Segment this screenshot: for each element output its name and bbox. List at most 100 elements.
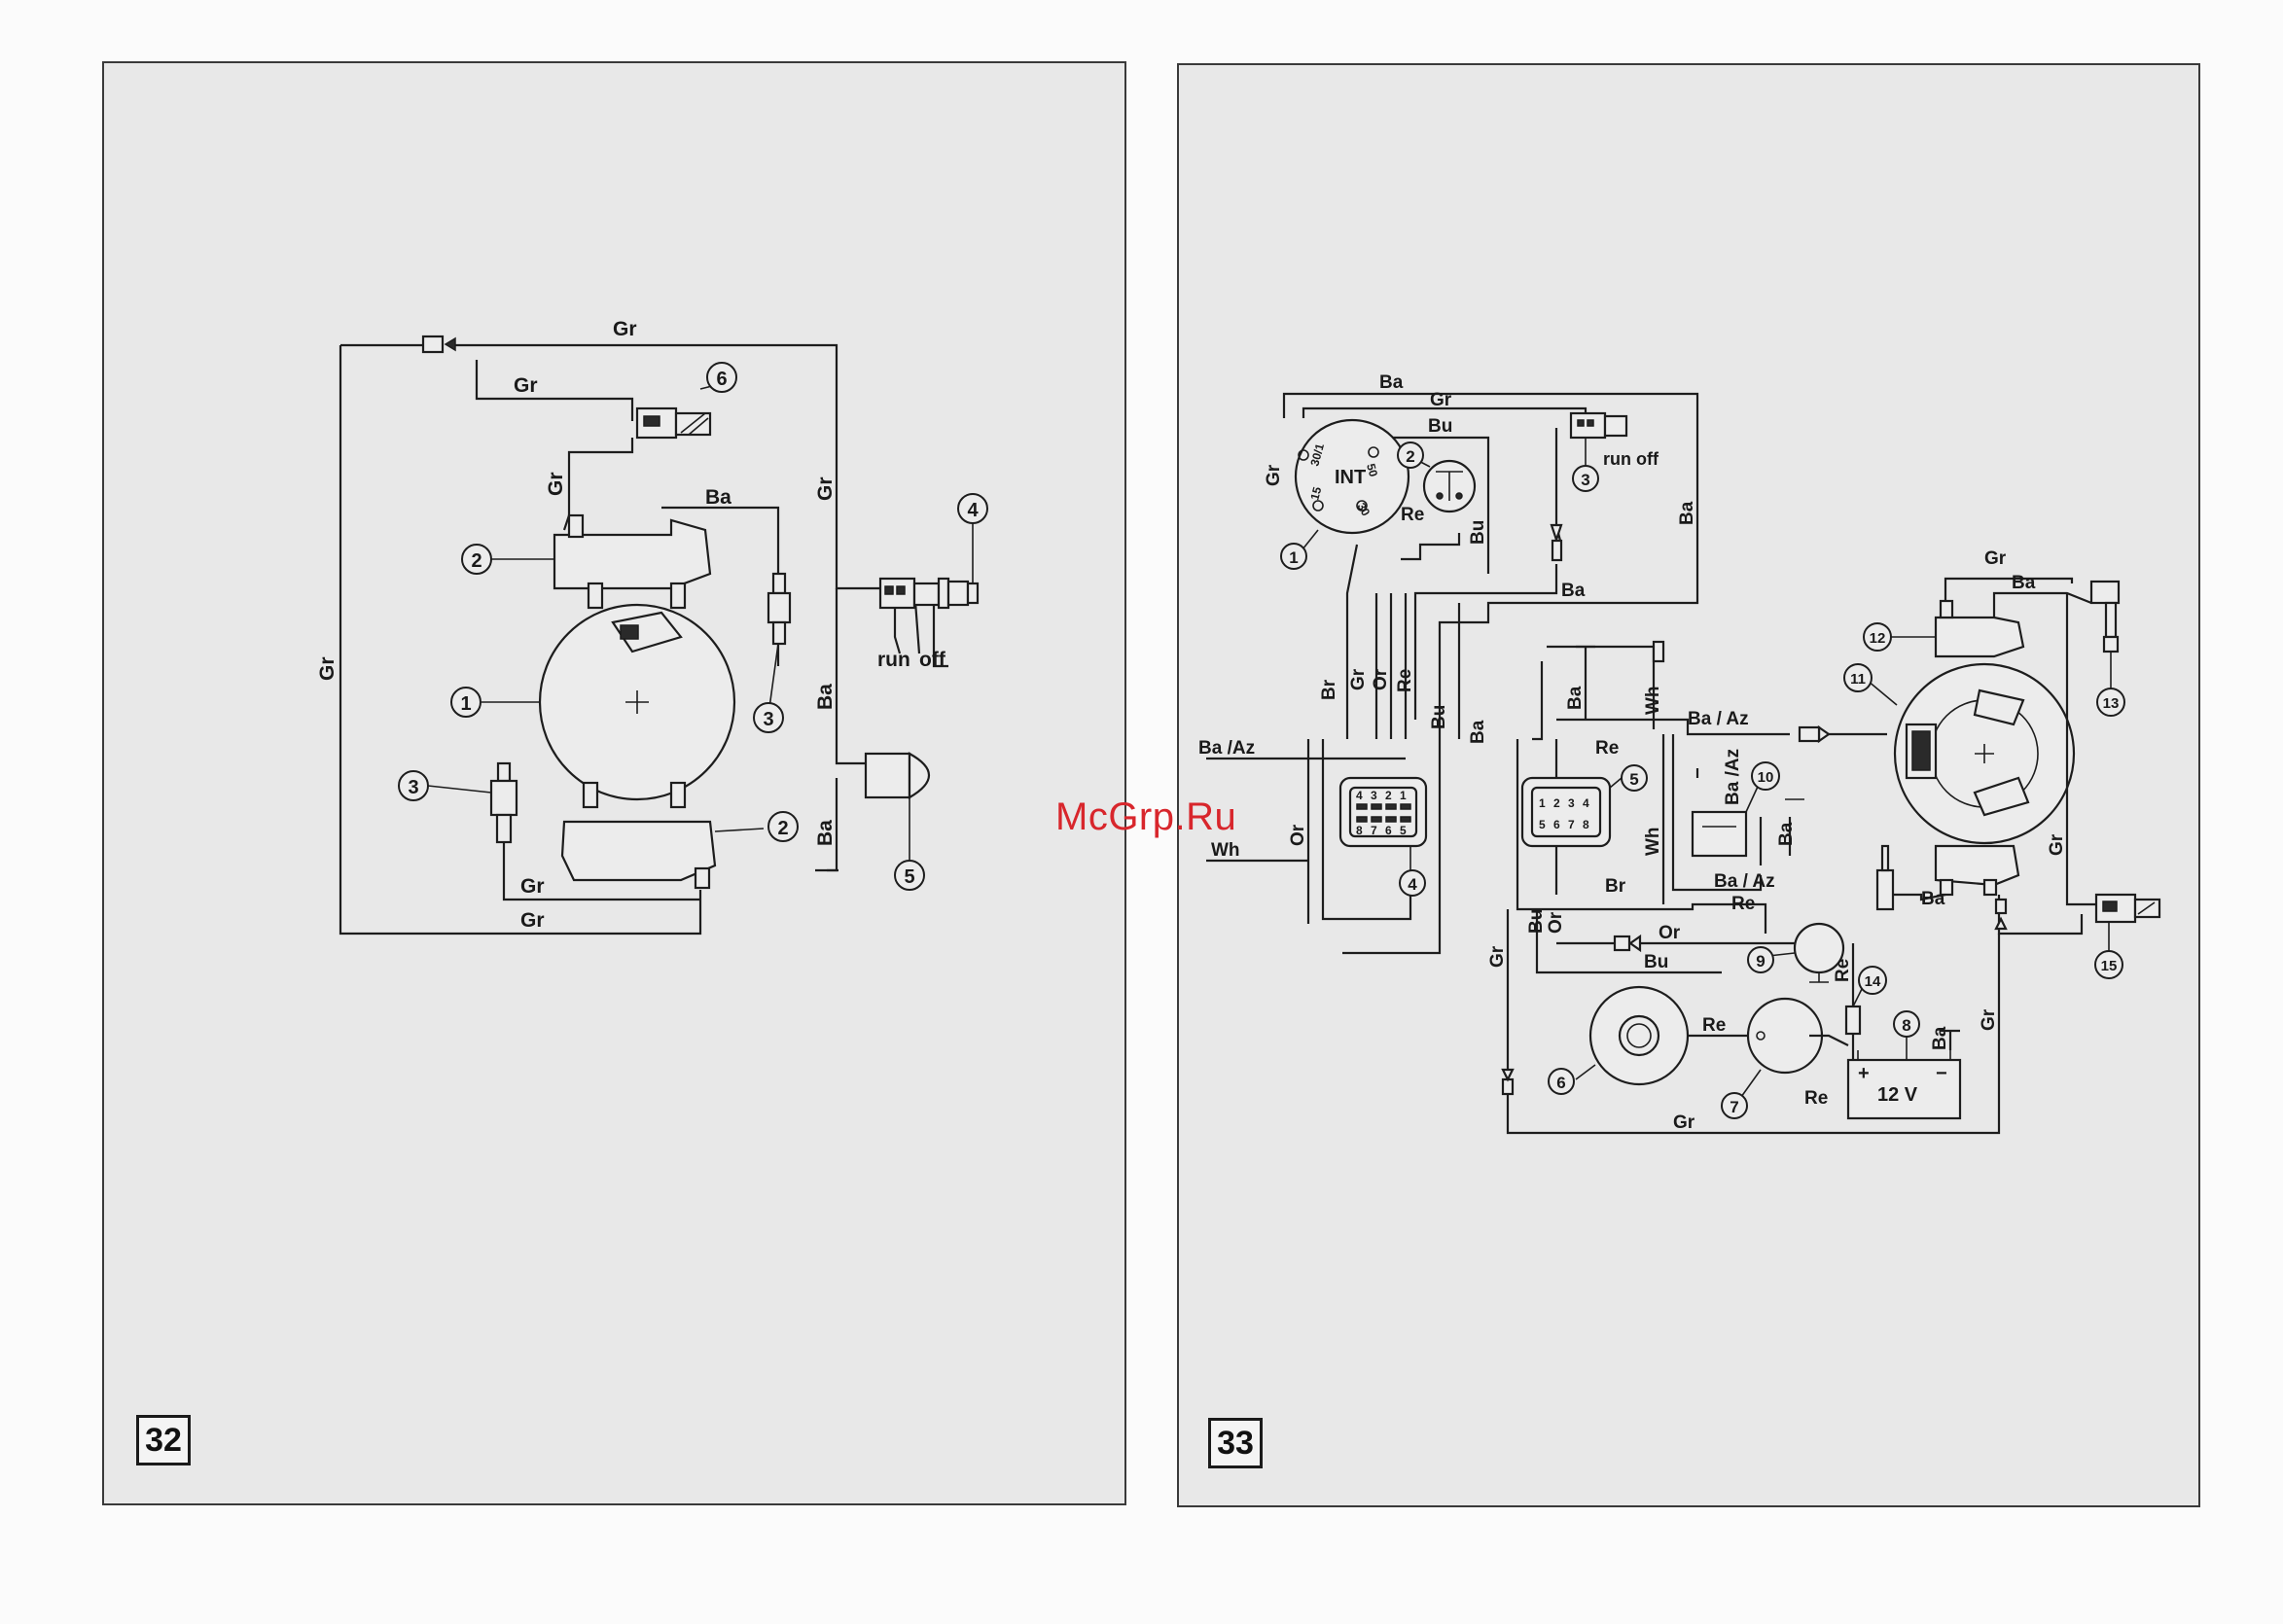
wire-label: Ba xyxy=(1468,720,1488,744)
figure-number-32: 32 xyxy=(136,1415,191,1465)
wire-label: Gr xyxy=(1264,464,1284,486)
wire-label: Ba xyxy=(1921,889,1945,909)
wire-label: Bu xyxy=(1526,909,1547,934)
wire-label: Bu xyxy=(1468,520,1488,545)
wiring-diagram-32: Gr Gr Gr Ba Gr Gr Ba Ba Gr Gr run off 6 … xyxy=(316,318,988,936)
svg-text:1: 1 xyxy=(460,693,471,715)
wire-label: Ba xyxy=(1677,501,1697,525)
ignition-switch-label: INT xyxy=(1335,467,1366,488)
callout-2-top: 2 xyxy=(461,544,492,575)
connector-pin: 6 xyxy=(1553,818,1560,831)
wire-label: Or xyxy=(1546,911,1566,934)
svg-text:11: 11 xyxy=(1850,671,1866,688)
svg-text:2: 2 xyxy=(777,818,788,839)
wire-label: Ba / Az xyxy=(1688,709,1749,729)
callout-5: 5 xyxy=(1621,764,1648,792)
wire-label: Re xyxy=(1595,738,1619,759)
svg-text:5: 5 xyxy=(904,866,914,888)
svg-text:12: 12 xyxy=(1870,630,1886,647)
terminal-label: 30 xyxy=(1354,501,1373,519)
wire-label: Gr xyxy=(316,656,339,681)
terminal-label: 30/1 xyxy=(1307,441,1327,467)
watermark: McGrp.Ru xyxy=(1055,795,1237,838)
svg-text:5: 5 xyxy=(1629,770,1638,789)
callout-4: 4 xyxy=(1399,869,1426,897)
wire-label: Gr xyxy=(814,477,837,501)
callout-2: 2 xyxy=(1397,441,1424,469)
wire-label: Or xyxy=(1659,923,1681,943)
callout-10: 10 xyxy=(1751,761,1780,791)
battery-label: 12 V xyxy=(1877,1084,1918,1106)
svg-text:6: 6 xyxy=(716,369,727,390)
wire-label: Ba xyxy=(1776,822,1797,846)
svg-text:4: 4 xyxy=(1408,875,1417,894)
callout-1: 1 xyxy=(450,687,482,718)
svg-text:4: 4 xyxy=(967,500,979,521)
svg-text:10: 10 xyxy=(1758,769,1774,786)
callout-12: 12 xyxy=(1863,622,1892,652)
connector-pin: 1 xyxy=(1539,796,1546,810)
switch-label-run: run xyxy=(1603,449,1631,469)
wire-label: Wh xyxy=(1643,686,1663,715)
wire-label: Gr xyxy=(520,875,545,898)
wire-label: Gr xyxy=(613,318,637,340)
wire-label: Ba /Az xyxy=(1198,738,1255,759)
connector-pin: 8 xyxy=(1583,818,1589,831)
callout-15: 15 xyxy=(2094,950,2123,979)
connector-pin: 2 xyxy=(1385,789,1392,802)
wire-label: Gr xyxy=(514,374,538,397)
svg-text:15: 15 xyxy=(2101,958,2118,974)
svg-text:8: 8 xyxy=(1902,1016,1910,1035)
wire-label: Ba xyxy=(1379,372,1404,393)
callout-9: 9 xyxy=(1747,946,1774,973)
wire-label: Ba /Az xyxy=(1723,749,1743,805)
connector-pin: 4 xyxy=(1356,789,1363,802)
wire-label: Gr xyxy=(545,472,567,496)
wire-label: Br xyxy=(1319,679,1339,700)
svg-text:14: 14 xyxy=(1865,973,1881,990)
terminal-label: 50 xyxy=(1364,462,1380,478)
wire-label: Gr xyxy=(1487,945,1508,968)
svg-text:7: 7 xyxy=(1730,1098,1738,1116)
wire-label: Ba xyxy=(814,820,837,846)
switch-label-off: off xyxy=(1636,449,1659,469)
wire-label: Re xyxy=(1731,894,1755,914)
svg-text:3: 3 xyxy=(1581,471,1589,489)
callout-8: 8 xyxy=(1893,1010,1920,1038)
connector-pin: 2 xyxy=(1553,796,1560,810)
switch-label-off: off xyxy=(919,649,946,671)
wire-label: Gr xyxy=(1984,548,2007,569)
svg-text:1: 1 xyxy=(1289,548,1298,567)
terminal-label: 15 xyxy=(1307,485,1324,502)
wire-label: Gr xyxy=(1430,390,1452,410)
callout-3-right: 3 xyxy=(753,702,784,733)
wire-label: Wh xyxy=(1643,827,1663,856)
wire-label: Ba xyxy=(1565,686,1586,710)
svg-text:2: 2 xyxy=(471,550,482,572)
wire-label: Ba xyxy=(1930,1026,1950,1050)
connector-pin: 7 xyxy=(1371,824,1377,837)
wire-label: Gr xyxy=(520,909,545,932)
callout-13: 13 xyxy=(2096,688,2125,717)
connector-pin: 3 xyxy=(1568,796,1575,810)
svg-text:6: 6 xyxy=(1556,1074,1565,1092)
wire-label: Bu xyxy=(1644,952,1668,972)
connector-pin: 3 xyxy=(1371,789,1377,802)
wire-label: Re xyxy=(1401,505,1424,525)
connector-pin: 1 xyxy=(1400,789,1407,802)
switch-label-run: run xyxy=(877,649,910,671)
callout-7: 7 xyxy=(1721,1092,1748,1119)
callout-3-left: 3 xyxy=(398,770,429,801)
wire-label: Re xyxy=(1833,959,1853,982)
connector-pin: 5 xyxy=(1400,824,1407,837)
wire-label: Wh xyxy=(1211,840,1240,861)
wire-label: Ba xyxy=(1561,581,1586,601)
callout-6: 6 xyxy=(706,362,737,393)
wire-label: Br xyxy=(1605,876,1626,897)
callout-11: 11 xyxy=(1843,663,1873,692)
callout-4: 4 xyxy=(957,493,988,524)
wire-label: Or xyxy=(1371,668,1391,690)
connector-pin: 6 xyxy=(1385,824,1392,837)
svg-text:9: 9 xyxy=(1756,952,1765,971)
